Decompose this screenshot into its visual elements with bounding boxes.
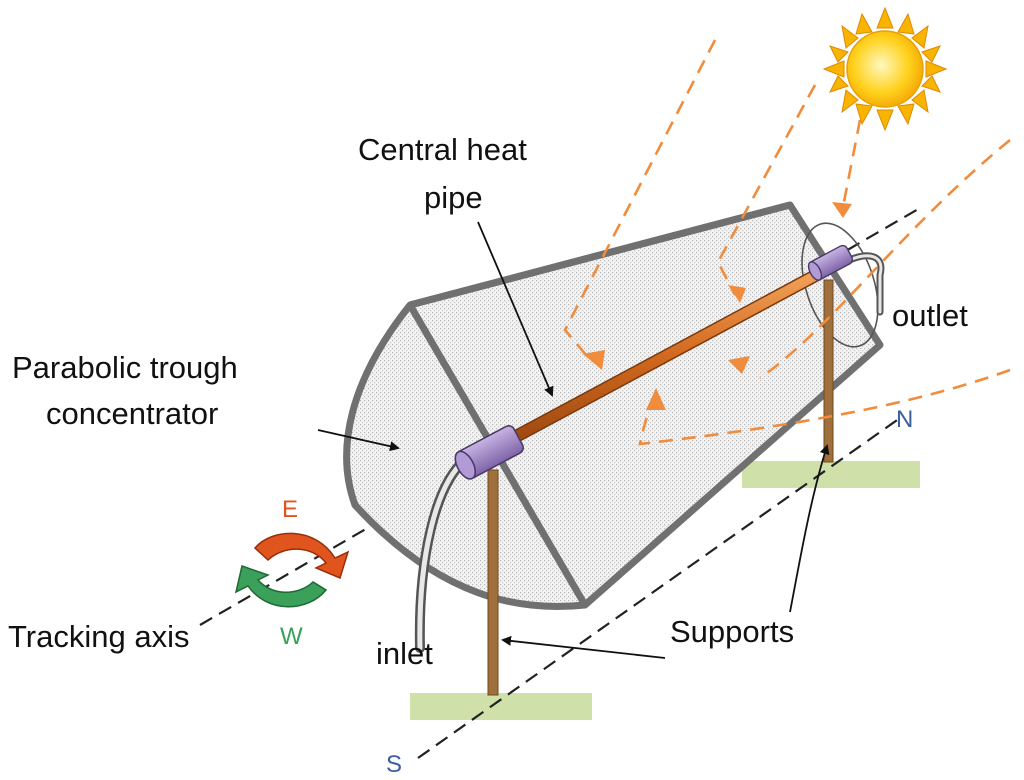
leader-support-north	[789, 444, 830, 613]
sun-icon	[822, 6, 948, 132]
sun-ray-4	[759, 138, 1011, 380]
rotate-arrow-icon-east	[253, 532, 350, 580]
leader-concentrator	[317, 429, 400, 452]
compass-south: S	[386, 751, 402, 778]
label-supports: Supports	[670, 614, 794, 649]
direction-west: W	[280, 623, 303, 650]
sun-rays	[563, 39, 1011, 446]
central-heat-pipe-fill	[510, 267, 827, 442]
sun-ray-3	[840, 119, 862, 213]
label-concentrator-line2: concentrator	[46, 396, 218, 431]
ground-pad-north	[742, 461, 920, 488]
direction-east: E	[282, 496, 298, 523]
inlet-hose-inner	[417, 457, 468, 651]
trough-top-rim	[409, 201, 791, 309]
leader-heat-pipe	[477, 221, 554, 397]
label-central-heat-pipe-line1: Central heat	[358, 132, 527, 167]
label-outlet: outlet	[892, 298, 968, 333]
pipe-end-cap-south	[454, 425, 524, 480]
ground-pad-south	[410, 693, 592, 720]
label-tracking-axis: Tracking axis	[8, 619, 189, 654]
label-inlet: inlet	[376, 636, 433, 671]
label-concentrator-line1: Parabolic trough	[12, 350, 238, 385]
pipe-end-cap-north	[807, 244, 854, 281]
label-central-heat-pipe-line2: pipe	[424, 180, 483, 215]
leader-support-south	[501, 635, 666, 659]
ray-arrowheads	[583, 202, 852, 410]
sun-ray-5	[638, 368, 1011, 446]
trough-back-profile	[801, 222, 879, 348]
north-south-line	[417, 417, 901, 759]
support-post-north	[823, 279, 834, 463]
sun-ray-1	[563, 39, 717, 363]
compass-north: N	[896, 406, 913, 433]
rotate-arrow-icon-west	[234, 565, 328, 608]
support-post-south	[487, 469, 499, 696]
